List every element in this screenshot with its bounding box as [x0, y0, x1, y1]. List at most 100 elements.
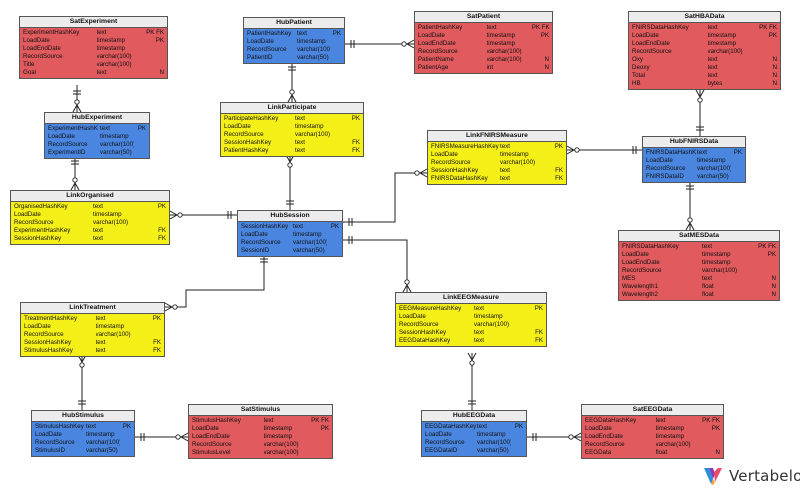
column-key: N [772, 80, 777, 87]
column-key: N [715, 449, 720, 456]
column-name: EEGMeasureHashKey [399, 305, 462, 312]
column-key [702, 441, 723, 449]
many-marker [287, 94, 293, 103]
column-name: LoadDate [224, 123, 251, 130]
table-title: HubStimulus [32, 411, 134, 422]
column-key [546, 159, 566, 167]
optional-marker [697, 97, 703, 103]
column-name: RecordSource [23, 53, 63, 60]
many-marker [573, 432, 582, 438]
column-type: timestamp [295, 123, 324, 130]
many-marker [566, 145, 575, 151]
column-key [134, 133, 149, 141]
column-key: PK [330, 223, 339, 230]
column-type: varchar(50) [697, 173, 729, 180]
relationship-hubsession-linkeegmeasure[interactable] [343, 239, 408, 292]
column-key [311, 433, 332, 441]
many-marker [169, 214, 178, 220]
column-name: ParticipateHashKey [224, 115, 279, 122]
column-name: RecordSource [48, 141, 88, 148]
relationship-hubsession-linktreatment[interactable] [165, 253, 265, 308]
optional-marker [74, 99, 80, 105]
column-type: varchar(50) [297, 54, 329, 61]
many-marker [566, 149, 575, 155]
column-name: SessionID [241, 247, 270, 254]
column-name: LoadDate [14, 211, 41, 218]
column-type: text [86, 423, 96, 430]
column-name: RecordSource [585, 441, 625, 448]
column-name: RecordSource [14, 219, 54, 226]
column-type: text [477, 423, 487, 430]
column-type: varchar(100) [86, 439, 120, 446]
relationship-hubsession-linkfnirsmeasure[interactable] [343, 172, 427, 223]
column-name: RecordSource [431, 159, 471, 166]
many-marker [169, 210, 178, 216]
column-key: FK [352, 147, 360, 154]
column-name: Oxy [632, 56, 644, 63]
optional-marker [72, 177, 78, 183]
column-name: LoadDate [585, 425, 612, 432]
column-name: LoadDate [425, 431, 452, 438]
column-type: text [263, 417, 274, 424]
column-type: text [486, 24, 497, 31]
column-type: text [500, 167, 510, 174]
column-name: RecordSource [632, 48, 672, 55]
column-key: PK [554, 143, 563, 150]
table-title: LinkParticipate [221, 103, 363, 114]
column-type: text [95, 339, 106, 346]
column-name: FNIRSDataHashKey [632, 24, 689, 31]
column-type: text [95, 347, 106, 354]
column-type: varchar(100) [96, 53, 132, 60]
column-name: StimulusLevel [192, 449, 231, 456]
table-title: HubFNIRSData [643, 137, 745, 148]
column-key [143, 331, 164, 339]
column-type: varchar(100) [486, 56, 522, 63]
column-key [145, 53, 167, 61]
column-name: LoadDate [622, 251, 649, 258]
column-type: text [295, 147, 305, 154]
vertabelo-logo: Vertabelo [703, 466, 800, 486]
many-marker [406, 43, 415, 49]
column-name: LoadDate [23, 37, 50, 44]
optional-marker [404, 279, 410, 285]
column-name: RecordSource [224, 131, 264, 138]
column-key: PK [768, 32, 777, 39]
column-name: PatientHashKey [224, 147, 269, 154]
column-key: N [771, 291, 776, 298]
many-marker [699, 89, 705, 98]
column-key: FK [158, 235, 166, 242]
column-name: RecordSource [622, 267, 662, 274]
